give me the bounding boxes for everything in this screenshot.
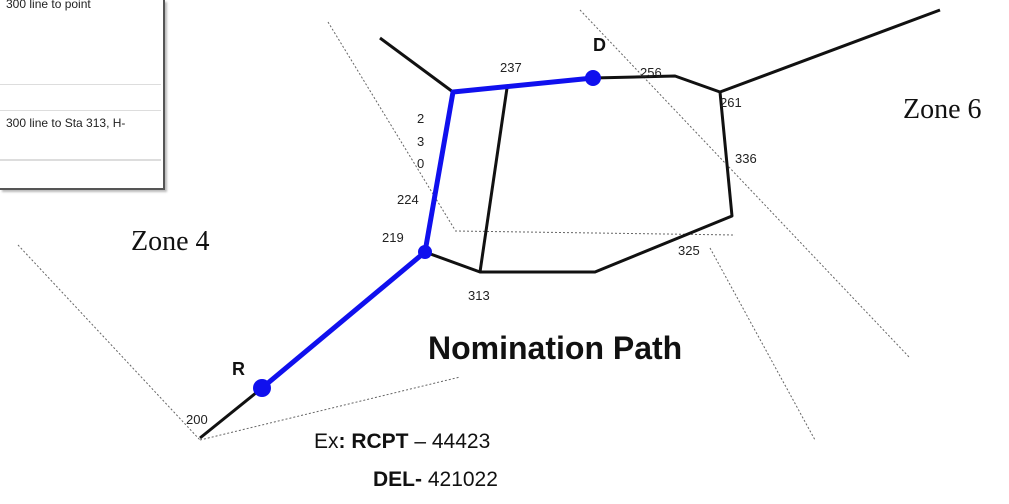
station-label: 0	[417, 156, 424, 171]
station-label: 336	[735, 151, 757, 166]
pipe-segment	[424, 91, 734, 274]
receipt-point-label: R	[232, 359, 245, 379]
zone-boundary-line	[199, 376, 461, 441]
pipe-segment	[199, 386, 263, 440]
zone-boundary-line	[709, 247, 816, 441]
station-label: 313	[468, 288, 490, 303]
pipe-segment	[592, 8, 941, 94]
pipe-segment	[478, 87, 509, 273]
station-label: 256	[640, 65, 662, 80]
rcpt-label: RCPT	[351, 430, 409, 453]
table-divider	[0, 160, 161, 161]
delivery-point-marker	[585, 70, 601, 86]
station-label: 325	[678, 243, 700, 258]
example-prefix: Ex	[314, 430, 339, 453]
receipt-point-marker	[253, 379, 271, 397]
table-cell-row2: 300 line to Sta 313, H-	[6, 116, 126, 130]
station-label: 261	[720, 95, 742, 110]
table-row: 300 line to point	[0, 0, 161, 85]
station-label: 3	[417, 134, 424, 149]
rcpt-dash: –	[408, 430, 432, 453]
zone-boundary-line	[327, 21, 456, 231]
example-colon: :	[338, 430, 352, 453]
pipe-segment	[379, 36, 454, 94]
zone-6-label: Zone 6	[903, 94, 982, 125]
station-label: 224	[397, 192, 419, 207]
station-label: 2	[417, 111, 424, 126]
delivery-point-label: D	[593, 35, 606, 55]
nomination-path-line	[260, 75, 594, 390]
pipelines	[199, 8, 941, 440]
example-rcpt-line: Ex: RCPT – 44423	[314, 430, 490, 454]
station-label: 200	[186, 412, 208, 427]
example-del-line: DEL- 421022	[373, 468, 498, 492]
station-label: 219	[382, 230, 404, 245]
table-fragment: 300 line to point 300 line to Sta 313, H…	[0, 0, 165, 190]
zone-4-label: Zone 4	[131, 226, 210, 257]
del-label: DEL-	[373, 468, 422, 491]
station-label: 237	[500, 60, 522, 75]
zone-boundary-line	[579, 9, 911, 359]
zone-boundary-line	[17, 244, 201, 441]
table-row: 300 line to Sta 313, H-	[0, 110, 161, 160]
rcpt-value: 44423	[431, 430, 491, 453]
junction-marker	[418, 245, 432, 259]
del-value: 421022	[422, 468, 498, 491]
zone-boundaries	[17, 9, 911, 441]
diagram-title: Nomination Path	[428, 330, 682, 366]
table-cell-row1: 300 line to point	[6, 0, 91, 11]
